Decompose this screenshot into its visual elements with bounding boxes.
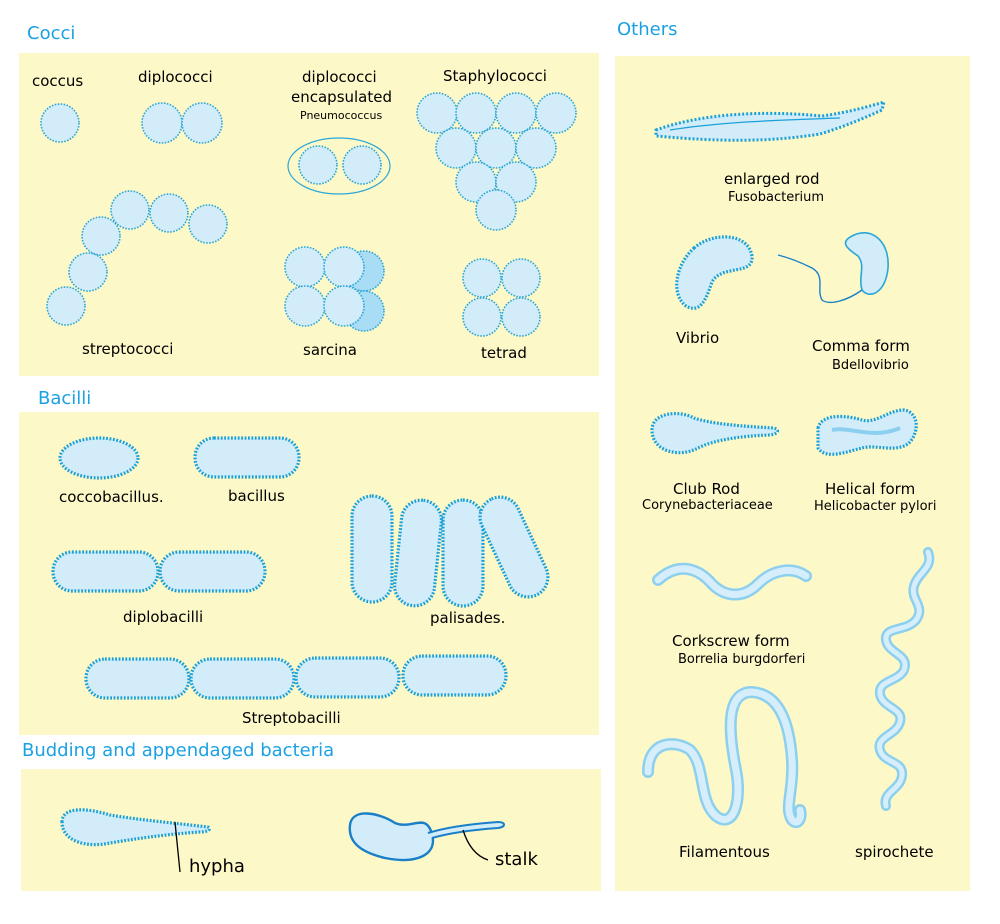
club-rod-figure (650, 411, 780, 455)
helical-form-label: Helical form (825, 480, 915, 498)
diplobacilli-figure (51, 550, 267, 593)
vibrio-label: Vibrio (676, 329, 719, 347)
comma-form-figure (777, 231, 889, 304)
spirochete-figure (874, 547, 935, 811)
enlarged-rod-label: enlarged rod (724, 170, 820, 188)
streptococci-figure (46, 190, 228, 326)
staphylococci-figure (416, 92, 577, 231)
pneumococcus-label: Pneumococcus (300, 109, 382, 122)
tetrad-figure (462, 258, 541, 337)
streptobacilli-figure (84, 654, 508, 700)
comma-form-label: Comma form (812, 337, 910, 355)
borrelia-label: Borrelia burgdorferi (678, 652, 805, 667)
coccus-label: coccus (32, 72, 83, 90)
coccobacillus-label: coccobacillus. (59, 488, 164, 506)
streptobacilli-label: Streptobacilli (242, 709, 341, 727)
club-rod-label: Club Rod (673, 480, 740, 498)
encapsulated-label-line1: diplococci (302, 68, 377, 86)
stalk-label: stalk (495, 849, 538, 870)
enlarged-rod-figure (654, 99, 887, 142)
palisades-label: palisades. (430, 609, 505, 627)
encapsulated-label-line2: encapsulated (291, 88, 392, 106)
corynebacteriaceae-label: Corynebacteriaceae (642, 498, 773, 513)
helicobacter-label: Helicobacter pylori (814, 499, 937, 514)
helical-form-figure (816, 408, 918, 456)
diplococci-figure (141, 102, 223, 144)
tetrad-label: tetrad (481, 344, 527, 362)
budding-heading: Budding and appendaged bacteria (22, 740, 334, 761)
sarcina-figure (284, 246, 385, 332)
hypha-label: hypha (189, 856, 245, 877)
corkscrew-form-label: Corkscrew form (672, 632, 790, 650)
others-heading: Others (617, 19, 678, 40)
cocci-heading: Cocci (27, 23, 75, 44)
diplococci-label: diplococci (138, 68, 213, 86)
diplobacilli-label: diplobacilli (123, 608, 203, 626)
bacilli-heading: Bacilli (38, 388, 91, 409)
bdellovibrio-label: Bdellovibrio (832, 358, 909, 373)
staphylococci-label: Staphylococci (443, 67, 547, 85)
palisades-figure (350, 494, 550, 608)
coccobacillus-figure (58, 436, 140, 480)
spirochete-label: spirochete (855, 843, 934, 861)
sarcina-label: sarcina (303, 341, 357, 359)
corkscrew-form-figure (652, 562, 812, 601)
coccus-figure (40, 103, 80, 143)
filamentous-figure (642, 686, 807, 828)
hypha-figure (60, 808, 212, 873)
filamentous-label: Filamentous (679, 843, 770, 861)
fusobacterium-label: Fusobacterium (728, 190, 824, 205)
streptococci-label: streptococci (82, 340, 173, 358)
bacillus-figure (193, 436, 301, 479)
stalk-figure (348, 812, 505, 862)
encapsulated-diplococci-figure (287, 137, 391, 195)
bacillus-label: bacillus (228, 487, 285, 505)
vibrio-figure (675, 235, 754, 310)
